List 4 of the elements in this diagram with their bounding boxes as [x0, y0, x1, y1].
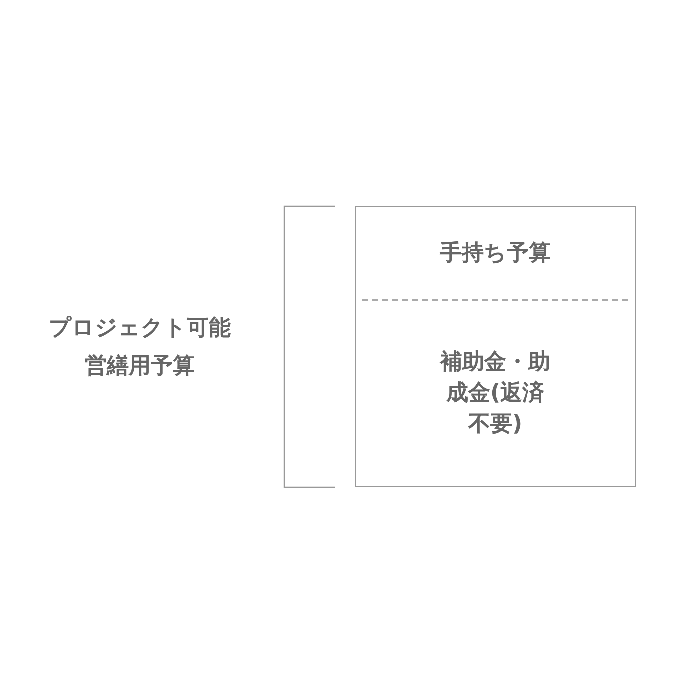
budget-label: 手持ち予算 [440, 240, 551, 268]
budget-label: 補助金・助成金(返済不要) [440, 349, 550, 439]
budget-box [355, 206, 636, 487]
budget-caption: プロジェクト可能営繕用予算 [48, 315, 232, 381]
